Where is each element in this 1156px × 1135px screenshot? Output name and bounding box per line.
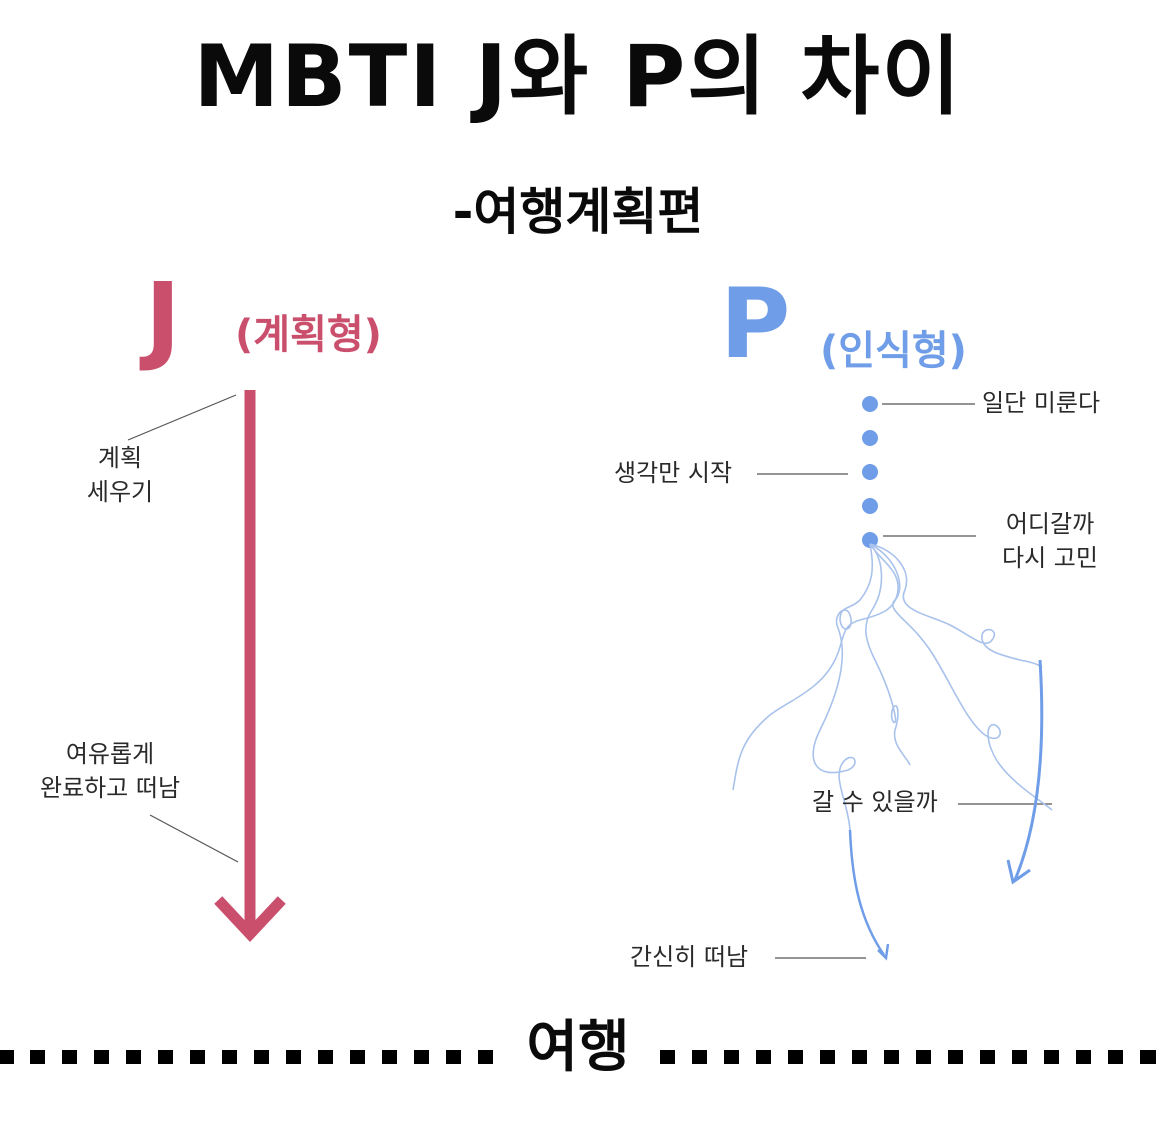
dot-icon	[862, 532, 878, 548]
j-letter: J	[145, 262, 181, 374]
j-leader-line-plan	[127, 394, 237, 441]
j-straight-arrow-icon	[214, 390, 286, 943]
p-step-rethink-line1: 어디갈까	[1005, 510, 1095, 538]
page-title: MBTI J와 P의 차이	[193, 27, 963, 127]
p-letter: P	[720, 268, 791, 380]
j-type-label: (계획형)	[235, 312, 382, 358]
j-step-leave-line2: 완료하고 떠남	[39, 773, 181, 802]
p-step-barely-leave: 간신히 떠남	[630, 943, 749, 971]
trip-label-text: 여행	[520, 1015, 636, 1080]
p-step-rethink: 어디갈까 다시 고민	[985, 508, 1115, 575]
j-step-plan: 계획 세우기	[60, 442, 180, 509]
dot-icon	[862, 396, 878, 412]
j-step-leave: 여유롭게 완료하고 떠남	[10, 738, 210, 805]
dot-icon	[862, 430, 878, 446]
p-dots	[862, 396, 878, 548]
p-curved-arrow-right-icon	[1006, 659, 1044, 885]
trip-label: 여행	[0, 1015, 1156, 1080]
p-step-rethink-line2: 다시 고민	[1002, 543, 1098, 572]
j-step-plan-line2: 세우기	[86, 477, 154, 506]
j-step-leave-line1: 여유롭게	[65, 740, 155, 768]
j-leader-line-leave	[149, 814, 239, 863]
dot-icon	[862, 498, 878, 514]
p-step-postpone: 일단 미룬다	[982, 389, 1101, 417]
page-subtitle: -여행계획편	[452, 183, 704, 241]
p-curved-arrow-bottom-icon	[848, 829, 890, 961]
j-step-plan-line1: 계획	[97, 444, 143, 472]
p-step-think: 생각만 시작	[614, 459, 733, 487]
p-type-label: (인식형)	[820, 328, 967, 374]
p-step-can-go: 갈 수 있을까	[812, 788, 938, 816]
dot-icon	[862, 464, 878, 480]
